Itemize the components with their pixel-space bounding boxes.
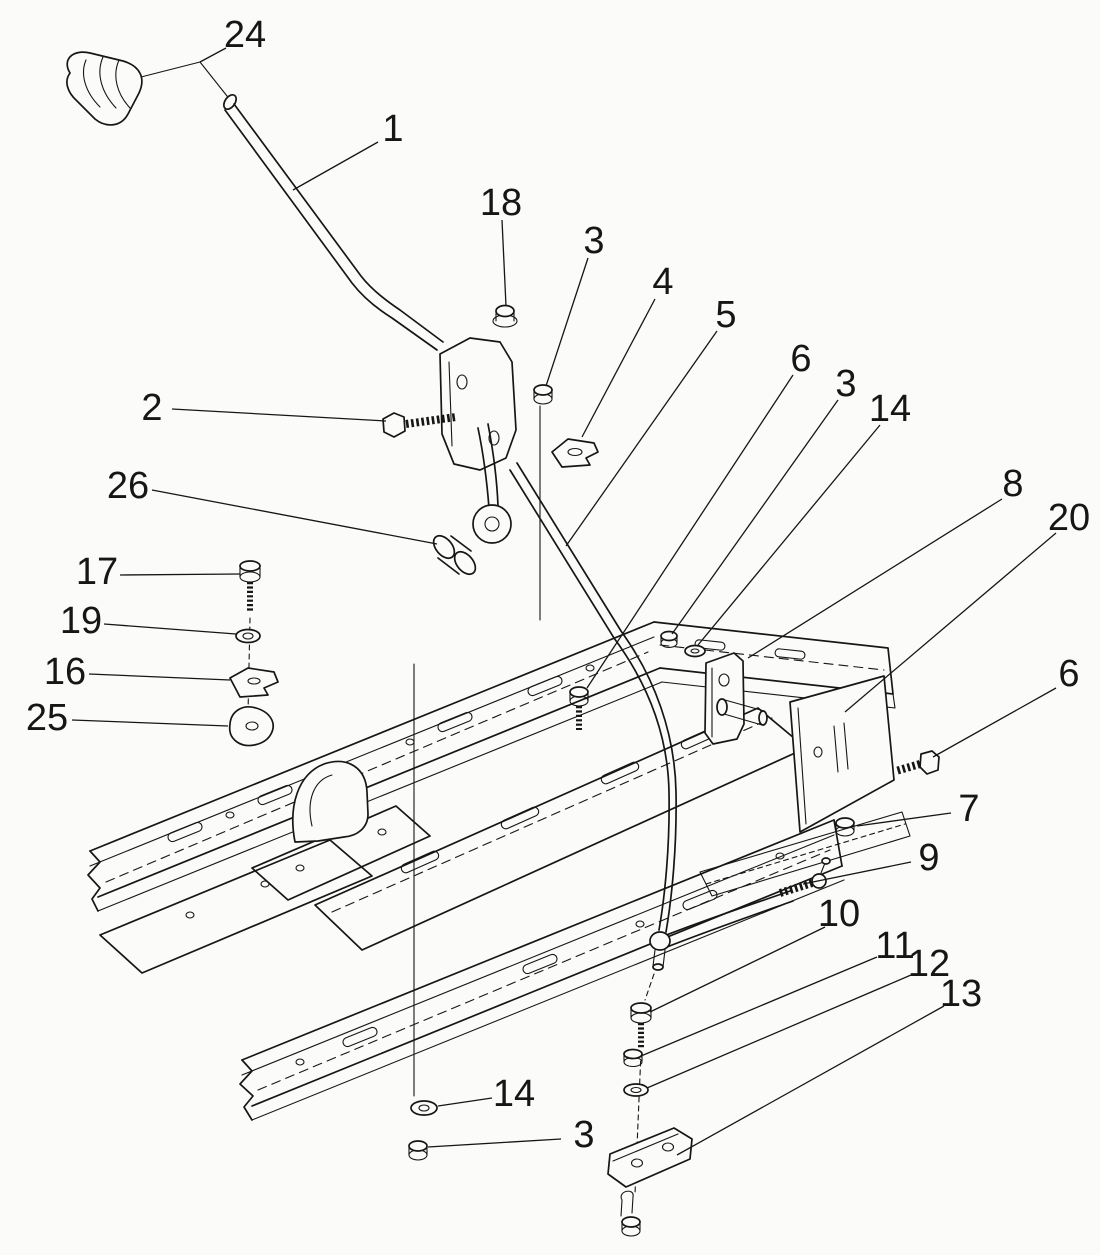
washer-12 bbox=[623, 1083, 649, 1097]
callout-8: 8 bbox=[1002, 463, 1023, 505]
callout-6b: 6 bbox=[1058, 653, 1079, 695]
leader-line-13 bbox=[676, 1005, 945, 1156]
leader-line-26 bbox=[151, 489, 438, 545]
nut-11 bbox=[623, 1048, 643, 1068]
callout-5: 5 bbox=[715, 294, 736, 336]
bracket-8 bbox=[704, 652, 745, 745]
callout-14b: 14 bbox=[493, 1073, 535, 1115]
leader-line-8 bbox=[747, 498, 1003, 659]
callout-6a: 6 bbox=[790, 338, 811, 380]
callout-24: 24 bbox=[224, 14, 266, 56]
leader-line-14a bbox=[697, 424, 881, 646]
bolt-2 bbox=[382, 412, 457, 438]
leader-line-6b bbox=[932, 687, 1057, 758]
leader-line-18 bbox=[501, 219, 507, 307]
leader-line-16 bbox=[88, 673, 231, 681]
plate-13 bbox=[607, 1127, 693, 1188]
callout-20: 20 bbox=[1048, 497, 1090, 539]
callout-9: 9 bbox=[918, 837, 939, 879]
shift-knob bbox=[66, 51, 143, 126]
clevis-pin-8 bbox=[716, 698, 768, 726]
callout-11: 11 bbox=[875, 925, 914, 967]
callout-19: 19 bbox=[60, 600, 102, 642]
leader-line-6a bbox=[586, 374, 794, 689]
callout-26: 26 bbox=[107, 465, 149, 507]
leader-line-7 bbox=[856, 812, 952, 827]
bolt-6a bbox=[569, 686, 589, 730]
leader-line-2 bbox=[171, 408, 387, 422]
retainer-clip bbox=[620, 1190, 634, 1217]
left-floor-panel bbox=[99, 839, 373, 974]
bracket-25 bbox=[228, 706, 274, 747]
leader-line-4 bbox=[581, 298, 656, 438]
pivot-washer bbox=[472, 504, 512, 544]
callout-12: 12 bbox=[908, 943, 950, 985]
leader-line-10 bbox=[649, 926, 826, 1013]
leader-line-24 bbox=[199, 47, 227, 63]
frame-rail-lower bbox=[239, 819, 845, 1121]
leader-line-25 bbox=[71, 719, 229, 727]
nut-3a bbox=[533, 384, 553, 405]
leader-line-19 bbox=[103, 623, 237, 635]
flange-nut-18 bbox=[492, 304, 518, 328]
diagram-line-art bbox=[66, 51, 940, 1237]
frame-rail-upper bbox=[87, 621, 663, 912]
bolt-6b bbox=[894, 750, 940, 775]
shift-rod-5 bbox=[509, 462, 677, 933]
callout-16: 16 bbox=[44, 651, 86, 693]
leader-line-5 bbox=[565, 330, 718, 547]
nut-7 bbox=[835, 817, 855, 837]
callout-25: 25 bbox=[26, 697, 68, 739]
leader-line-3c bbox=[427, 1138, 562, 1148]
callout-14a: 14 bbox=[869, 388, 911, 430]
leader-line-9 bbox=[802, 861, 912, 885]
bolt-17 bbox=[239, 560, 261, 612]
callout-3b: 3 bbox=[835, 363, 856, 405]
bracket-4 bbox=[551, 438, 599, 468]
shift-lever-rod bbox=[222, 93, 444, 351]
leader-line-1 bbox=[292, 141, 379, 191]
shift-guide-bracket bbox=[251, 760, 431, 901]
callout-3a: 3 bbox=[583, 220, 604, 262]
leader-line-11 bbox=[640, 956, 878, 1057]
washer-19 bbox=[235, 628, 261, 644]
callout-10: 10 bbox=[818, 893, 860, 935]
washer-14b bbox=[410, 1100, 438, 1116]
washer-14a bbox=[684, 644, 706, 658]
nut-bottom bbox=[621, 1216, 641, 1237]
nut-3c bbox=[408, 1140, 428, 1161]
callout-17: 17 bbox=[76, 551, 118, 593]
callout-1: 1 bbox=[382, 108, 403, 150]
callout-3c: 3 bbox=[573, 1114, 594, 1156]
bushing-26 bbox=[432, 534, 477, 576]
leader-line-3b bbox=[671, 399, 839, 635]
nut-3b bbox=[660, 630, 678, 649]
plate-20 bbox=[789, 675, 895, 833]
leader-line-14b bbox=[437, 1097, 493, 1107]
bolt-10 bbox=[630, 1002, 652, 1048]
callout-4: 4 bbox=[652, 261, 673, 303]
leader-line-3a bbox=[545, 257, 589, 387]
callout-7: 7 bbox=[958, 788, 979, 830]
callout-18: 18 bbox=[480, 182, 522, 224]
lever-lower-arm bbox=[477, 423, 499, 509]
lever-mount-plate bbox=[439, 337, 517, 471]
callout-13: 13 bbox=[940, 973, 982, 1015]
leader-line-17 bbox=[119, 573, 241, 576]
callout-2: 2 bbox=[141, 387, 162, 429]
frame-cross-panel bbox=[699, 811, 911, 897]
clamp-16 bbox=[229, 667, 279, 698]
leader-line-12 bbox=[646, 974, 912, 1089]
leader-line-20 bbox=[844, 532, 1057, 713]
knob-projection-lines bbox=[140, 61, 228, 97]
